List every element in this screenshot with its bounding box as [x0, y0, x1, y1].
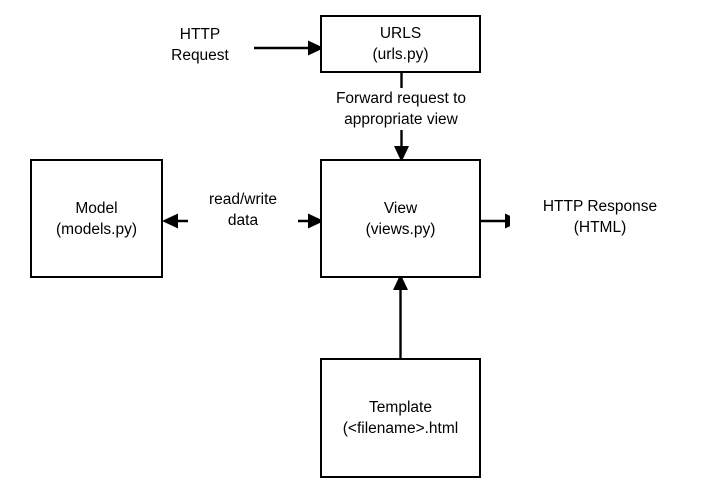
label-http-request-line1: HTTP [179, 26, 221, 43]
node-urls[interactable]: URLS (urls.py) [320, 15, 481, 73]
node-view-title: View [383, 199, 418, 217]
label-http-response-line1: HTTP Response [542, 198, 658, 215]
label-forward-request: Forward request to appropriate view [311, 88, 491, 130]
node-urls-title: URLS [379, 25, 422, 42]
label-read-write-data-line1: read/write [208, 191, 278, 208]
label-forward-request-line2: appropriate view [344, 111, 458, 128]
node-template-title: Template [369, 399, 432, 416]
node-template[interactable]: Template (<filename>.html [320, 358, 481, 478]
label-http-response: HTTP Response (HTML) [510, 196, 690, 238]
node-model-title: Model [75, 199, 118, 217]
label-http-request: HTTP Request [150, 24, 250, 66]
label-http-request-line2: Request [171, 47, 229, 64]
node-view-subtitle: (views.py) [365, 220, 436, 238]
label-http-response-line2: (HTML) [573, 219, 627, 236]
label-read-write-data-line2: data [227, 212, 259, 229]
node-urls-subtitle: (urls.py) [372, 46, 429, 63]
node-model[interactable]: Model (models.py) [30, 159, 163, 278]
node-template-subtitle: (<filename>.html [342, 420, 459, 437]
label-forward-request-line1: Forward request to [335, 90, 467, 107]
label-read-write-data: read/write data [188, 189, 298, 231]
node-model-subtitle: (models.py) [56, 220, 137, 238]
node-view[interactable]: View (views.py) [320, 159, 481, 278]
edge-http-request-to-urls [254, 40, 324, 56]
edge-template-to-view [393, 274, 408, 364]
